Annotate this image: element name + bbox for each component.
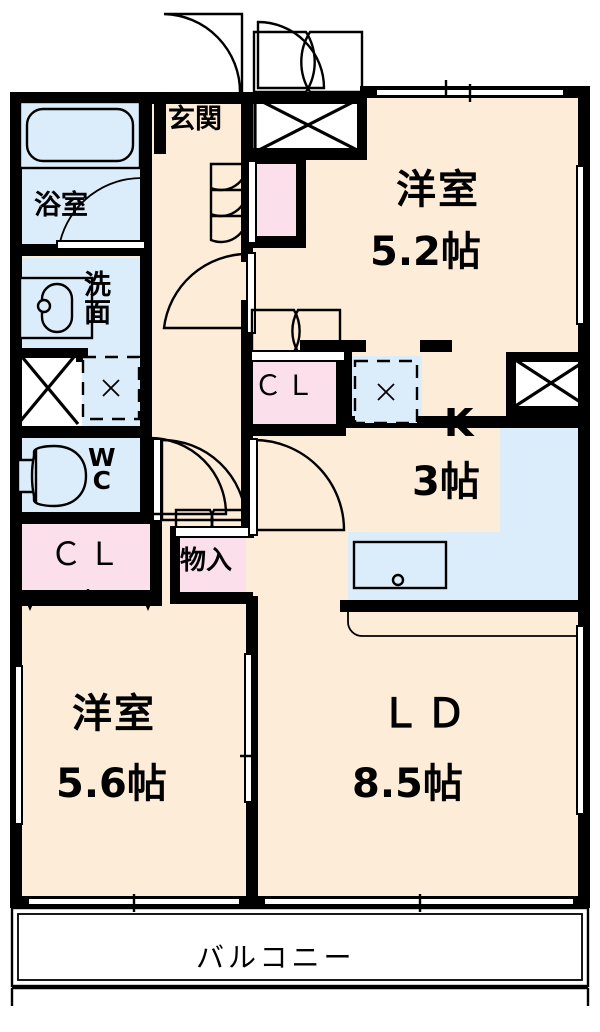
cl-mid-folding-door (250, 308, 342, 354)
window-room1-right (576, 165, 585, 325)
label-room2-name: 洋室 (72, 691, 156, 737)
wall-lower-left-top (10, 596, 162, 606)
label-kitchen-name: K (444, 401, 474, 445)
wall-alcove-step-h (14, 348, 82, 358)
floor-fill-closet-narrow (256, 160, 300, 238)
narrow-closet-door-panel (247, 160, 257, 244)
wall-cl-mid-right (336, 352, 346, 432)
void-top-entry (160, 0, 600, 92)
label-ld-name: ＬＤ (380, 691, 472, 737)
wall-kitchen-bottom (340, 600, 590, 612)
window-ld-right (576, 625, 585, 815)
label-toilet-w: W (88, 443, 116, 472)
wall-entry-right (241, 92, 253, 154)
monoire-door-panel (174, 526, 254, 538)
window-room2-left (14, 665, 23, 825)
label-bath: 浴室 (34, 190, 88, 221)
floor-fill-closet-main (10, 522, 162, 600)
ld-door-swing (252, 438, 346, 532)
cl-main-sliding-door (16, 589, 156, 612)
wall-monoire-bottom (170, 592, 253, 604)
label-closet-main: ＣＬ (50, 535, 127, 573)
toilet-bowl-icon (16, 444, 88, 508)
entrance-door-swing (163, 12, 244, 94)
label-room1-name: 洋室 (396, 167, 480, 213)
wall-bath-right (140, 92, 152, 252)
wall-monoire-left (170, 526, 180, 602)
wall-room1-left (296, 160, 306, 248)
cl-mid-door-panel (250, 350, 346, 362)
kitchen-sink-icon (352, 540, 448, 590)
wall-narrow-closet-top (245, 154, 303, 164)
vanity-sink-icon (18, 276, 94, 340)
window-room1-top (375, 84, 565, 102)
wall-cl-mid-bottom (245, 424, 346, 436)
washroom-door-swing (160, 438, 248, 522)
wall-kitchen-window-bottom (506, 406, 590, 418)
wall-kitchen-window-top (506, 352, 590, 362)
wall-corridor-left (140, 92, 152, 110)
entry-right-door-swing (256, 20, 326, 90)
ld-counter-curve (347, 608, 590, 637)
label-closet-mid: ＣＬ (254, 369, 319, 402)
entry-window-icon (253, 96, 363, 154)
label-toilet: W C (88, 443, 116, 495)
label-balcony: バルコニー (196, 941, 356, 974)
label-room2-size: 5.6帖 (56, 761, 167, 807)
washing-machine-pan-icon (81, 355, 141, 421)
label-genkan: 玄関 (168, 104, 222, 135)
kitchen-window-icon (513, 357, 589, 409)
narrow-closet-folding-door (209, 162, 249, 244)
balcony-outer-edge (10, 986, 590, 1006)
wall-narrow-closet-bottom (245, 236, 306, 248)
wall-corridor-right-lower (241, 300, 253, 442)
hall-door-upper-swing (162, 252, 250, 330)
label-ld-size: 8.5帖 (352, 761, 463, 807)
wall-toilet-bottom (10, 512, 152, 524)
wall-kitchen-window-left (506, 352, 516, 414)
wall-room1-bottom2 (420, 340, 452, 352)
label-room1-size: 5.2帖 (370, 229, 481, 275)
wall-closet-main-right (150, 522, 162, 602)
wall-washroom-right (140, 256, 152, 434)
bath-door-panel (56, 240, 146, 250)
wall-washroom-bottom (10, 426, 152, 438)
floor-fill-storage-monoire (176, 534, 246, 598)
washroom-alcove-window-icon (16, 350, 80, 426)
toilet-door-swing (148, 436, 228, 516)
label-toilet-c: C (92, 466, 111, 495)
ld-door-panel (248, 438, 258, 536)
kitchen-vent-icon (353, 359, 419, 425)
label-storage-monoire: 物入 (180, 546, 233, 576)
window-room2-right (240, 653, 258, 803)
balcony-outline (10, 906, 590, 988)
wall-tick-room1 (444, 80, 448, 98)
floor-fill-closet-mid (245, 362, 343, 428)
bathtub-icon (18, 100, 142, 170)
wall-entry-left (154, 92, 166, 154)
label-washroom: 洗面 (84, 270, 111, 330)
void-top-left (0, 0, 160, 92)
label-kitchen-size: 3帖 (412, 459, 480, 505)
